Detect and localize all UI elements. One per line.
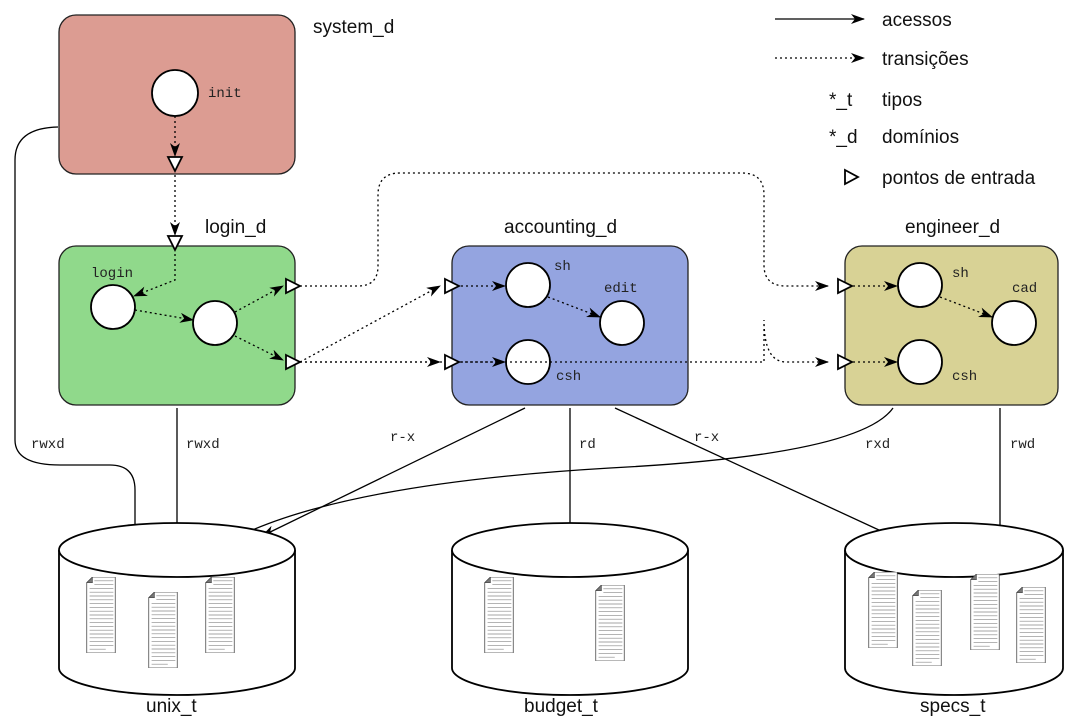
permission-accounting-unix: r-x <box>390 430 415 446</box>
domain-system-title: system_d <box>313 17 394 38</box>
process-engineer-cad-label: cad <box>1012 281 1037 297</box>
process-accounting-sh-label: sh <box>554 259 571 275</box>
entry-point-accounting-sh <box>444 277 462 295</box>
domain-login: login_d login <box>58 217 296 406</box>
entry-point-engineer-csh <box>837 353 855 371</box>
document-icon <box>148 592 178 668</box>
entry-point-login-top <box>166 235 184 253</box>
document-icon <box>484 577 514 653</box>
document-icon <box>1016 587 1046 663</box>
entry-point-engineer-sh <box>837 277 855 295</box>
type-specs: specs_t <box>844 522 1064 717</box>
type-unix: unix_t <box>58 522 296 717</box>
type-budget-title: budget_t <box>524 696 599 717</box>
access-system-to-unix <box>14 126 140 550</box>
legend: acessos transições *_t tipos *_d domínio… <box>775 10 1036 189</box>
process-login-shell-node <box>192 300 238 346</box>
legend-domains-key: *_d <box>829 127 858 148</box>
domain-engineer: engineer_d sh cad csh <box>844 217 1059 406</box>
domain-accounting: accounting_d sh edit csh <box>451 217 689 406</box>
process-accounting-csh-label: csh <box>556 369 581 385</box>
transition-shell-to-lower-exit <box>234 335 284 361</box>
document-icon <box>970 574 1000 650</box>
transition-shell-to-upper-exit <box>234 285 284 313</box>
domain-accounting-title: accounting_d <box>504 217 617 238</box>
process-engineer-csh-node <box>897 339 943 385</box>
permission-labels: rwxd rwxd r-x rd r-x rxd rwd <box>31 430 1035 453</box>
type-budget: budget_t <box>451 522 689 717</box>
type-specs-title: specs_t <box>920 696 986 717</box>
process-engineer-csh-label: csh <box>952 369 977 385</box>
legend-transition-label: transições <box>882 49 969 70</box>
process-accounting-csh-node <box>505 339 551 385</box>
entry-point-system-bottom <box>166 156 184 174</box>
permission-engineer-unix: rxd <box>865 437 890 453</box>
transition-login-to-engineer-sh <box>300 172 829 291</box>
type-specs-cylinder-body <box>844 550 1064 696</box>
process-accounting-edit-node <box>599 300 645 346</box>
entry-point-legend-icon <box>844 168 860 186</box>
permission-login-unix: rwxd <box>186 437 220 453</box>
type-unix-cylinder-top <box>58 522 296 578</box>
permission-accounting-budget: rd <box>579 437 596 453</box>
entry-point-login-upper-exit <box>285 277 303 295</box>
legend-types-key: *_t <box>829 90 853 111</box>
transition-accounting-sh-to-edit <box>547 296 601 318</box>
type-unix-title: unix_t <box>146 696 197 717</box>
domain-engineer-title: engineer_d <box>905 217 1000 238</box>
process-init-label: init <box>208 86 242 102</box>
accesses <box>14 126 1005 550</box>
process-engineer-sh-node <box>897 262 943 308</box>
entry-points <box>166 156 855 371</box>
access-engineer-to-unix <box>216 407 894 549</box>
document-icon <box>205 577 235 653</box>
legend-types-label: tipos <box>882 90 922 111</box>
process-accounting-edit-label: edit <box>604 281 638 297</box>
permission-accounting-specs: r-x <box>694 430 719 446</box>
access-accounting-to-specs <box>614 407 921 550</box>
domain-login-title: login_d <box>205 217 266 238</box>
type-budget-cylinder-top <box>451 522 689 578</box>
document-icon <box>868 572 898 648</box>
domain-system: system_d init <box>58 14 394 175</box>
process-engineer-cad-node <box>991 300 1037 346</box>
legend-domains-label: domínios <box>882 127 959 148</box>
permission-system-unix: rwxd <box>31 437 65 453</box>
process-login-label: login <box>91 266 133 282</box>
permission-engineer-specs: rwd <box>1010 437 1035 453</box>
process-engineer-sh-label: sh <box>952 266 969 282</box>
process-init-node <box>151 69 199 117</box>
entry-point-login-lower-exit <box>285 353 303 371</box>
transition-login-to-accounting-sh <box>299 285 441 363</box>
process-accounting-sh-node <box>505 262 551 308</box>
process-login-node <box>90 284 136 330</box>
entry-point-accounting-csh <box>444 353 462 371</box>
type-specs-cylinder-top <box>844 522 1064 578</box>
transition-login-to-engineer-csh <box>300 319 829 367</box>
legend-entry-points-label: pontos de entrada <box>882 168 1036 189</box>
transition-engineer-sh-to-cad <box>939 296 993 318</box>
access-accounting-to-unix <box>261 407 526 537</box>
document-icon <box>912 590 942 666</box>
transitions <box>133 116 993 367</box>
document-icon <box>595 585 625 661</box>
transition-login-entry-to-login <box>133 254 176 297</box>
legend-access-label: acessos <box>882 10 952 31</box>
document-icon <box>86 577 116 653</box>
